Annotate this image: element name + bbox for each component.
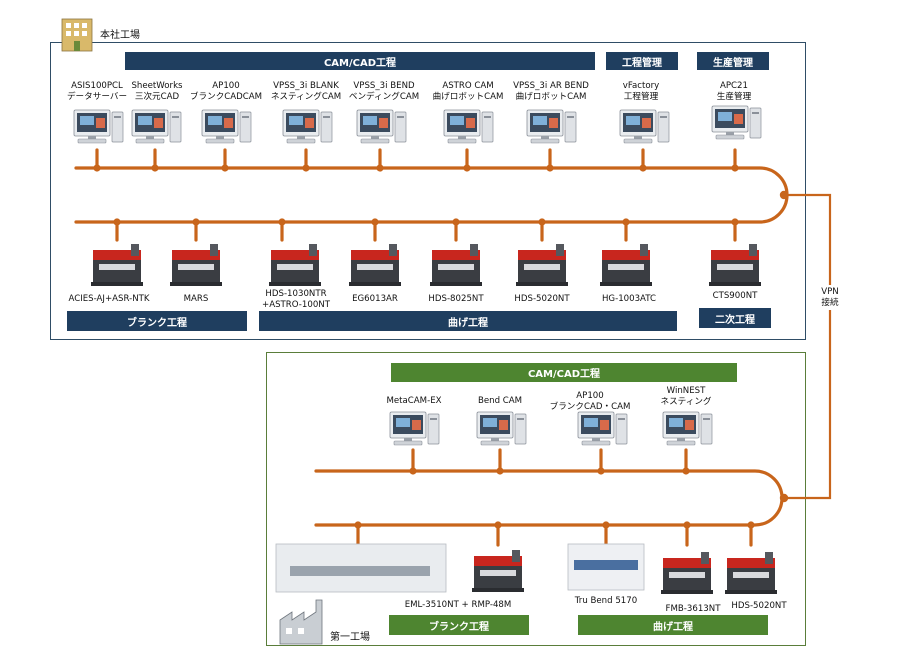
bendcam-pc-icon — [476, 411, 527, 446]
asis-server-icon — [73, 109, 124, 144]
hds1030-machine-icon — [269, 244, 321, 286]
vpn-link-line — [782, 193, 832, 500]
hq-machine-icons — [91, 244, 761, 286]
plant1-name: 第一工場 — [330, 632, 370, 643]
fmb3613-machine-icon — [661, 552, 713, 594]
eg6013-machine-icon — [349, 244, 401, 286]
hq-cam-band: CAM/CAD工程 — [125, 52, 595, 70]
winnest-pc-icon — [662, 411, 713, 446]
apc21-pc-icon — [711, 105, 762, 140]
hq-bend-band: 曲げ工程 — [259, 311, 677, 331]
hq-machine-label: HDS-8025NT — [428, 294, 484, 304]
hq-machine-label: HDS-5020NT — [514, 294, 570, 304]
hq-machine-label: CTS900NT — [712, 291, 758, 301]
hq-blank-band: ブランク工程 — [67, 311, 247, 331]
hq-process-mgmt-band: 工程管理 — [606, 52, 678, 70]
plant1-computer-label: MetaCAM-EX — [386, 396, 442, 406]
vpss-ar-bend-pc-icon — [526, 109, 577, 144]
plant1-cam-band: CAM/CAD工程 — [391, 363, 737, 382]
cts900-machine-icon — [709, 244, 761, 286]
acies-machine-icon — [91, 244, 143, 286]
vpss-blank-pc-icon — [282, 109, 333, 144]
hq-building-icon — [61, 18, 93, 52]
plant1-machine-icons — [275, 543, 777, 594]
ap100-pc-icon — [201, 109, 252, 144]
hds8025-machine-icon — [430, 244, 482, 286]
hq-machine-label: MARS — [183, 294, 209, 304]
plant1-factory-icon — [279, 599, 323, 645]
hq-machine-label: ACIES-AJ+ASR-NTK — [68, 294, 150, 304]
hq-computer-icons — [73, 105, 762, 144]
astro-cam-pc-icon — [443, 109, 494, 144]
plant1-bend-band: 曲げ工程 — [578, 615, 768, 635]
plant1-network-line — [314, 469, 784, 527]
plant1-machine-label: EML-3510NT + RMP-48M — [404, 600, 512, 610]
hg1003-machine-icon — [600, 244, 652, 286]
hq-production-mgmt-band: 生産管理 — [697, 52, 769, 70]
hq-secondary-band: 二次工程 — [699, 308, 771, 328]
hq-machine-label: EG6013AR — [352, 294, 398, 304]
vfactory-pc-icon — [619, 109, 670, 144]
hds5020-plant1-machine-icon — [725, 552, 777, 594]
mars-machine-icon — [170, 244, 222, 286]
plant1-machine-label: FMB-3613NT — [665, 604, 721, 614]
hq-machine-label: HDS-1030NTR+ASTRO-100NT — [262, 289, 330, 310]
plant1-blank-band: ブランク工程 — [389, 615, 529, 635]
metacam-pc-icon — [389, 411, 440, 446]
plant1-computer-icons — [389, 411, 713, 446]
hq-network-line — [74, 166, 789, 224]
sheetworks-pc-icon — [131, 109, 182, 144]
hq-plant-name: 本社工場 — [100, 30, 140, 41]
hq-machine-label: HG-1003ATC — [601, 294, 657, 304]
ap100-plant1-pc-icon — [577, 411, 628, 446]
vpss-bend-pc-icon — [356, 109, 407, 144]
hq-plant-frame — [50, 42, 806, 340]
hds5020-machine-icon — [516, 244, 568, 286]
plant1-machine-label: Tru Bend 5170 — [574, 596, 638, 606]
plant1-machine-label: HDS-5020NT — [731, 601, 787, 611]
eml-machine-icon — [472, 550, 524, 592]
plant1-computer-label: Bend CAM — [477, 396, 523, 406]
